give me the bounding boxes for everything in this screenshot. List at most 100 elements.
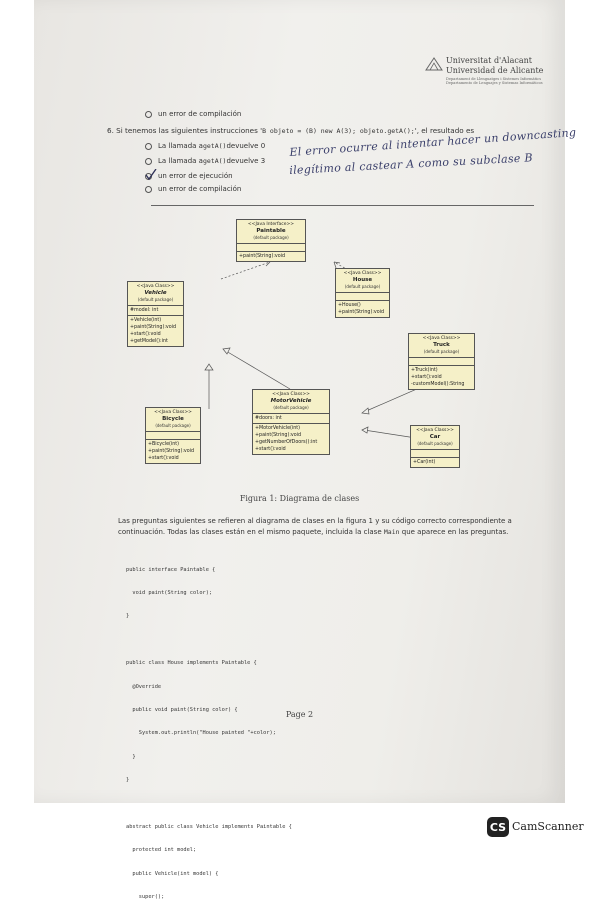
q6-option-2[interactable]: La llamada a getA() devuelve 3: [145, 157, 265, 165]
department-line1: Departament de Llenguatges i Sistemes In…: [446, 77, 542, 81]
uml-class-bicycle[interactable]: <<Java Class>> Bicycle (default package)…: [145, 407, 201, 464]
question-text-after: ', el resultado es: [414, 126, 475, 135]
prev-question-option[interactable]: un error de compilación: [145, 110, 241, 118]
class-attributes: #doors: int: [253, 414, 329, 424]
code-line: protected int model;: [126, 847, 197, 854]
radio-button[interactable]: [145, 185, 152, 193]
class-package: (default package): [344, 284, 381, 289]
class-method: +Car(int): [413, 460, 436, 465]
class-attributes: [411, 450, 459, 458]
arrowhead-hollow-triangle: [361, 426, 369, 434]
code-line: ​: [126, 637, 292, 645]
class-method: +getModel():int: [130, 339, 168, 344]
class-attributes: #model: int: [128, 306, 183, 316]
code-line: }: [126, 613, 130, 620]
code-line: super();: [126, 894, 165, 901]
class-method: +start():void: [130, 332, 161, 337]
class-methods: +Bicycle(int) +paint(String):void +start…: [146, 440, 200, 463]
class-method: +Vehicle(int): [130, 318, 162, 323]
uml-class-motorvehicle[interactable]: <<Java Class>> MotorVehicle (default pac…: [252, 389, 330, 455]
class-method: +getNumberOfDoors():int: [255, 440, 318, 445]
code-line: public void paint(String color) {: [126, 706, 238, 713]
code-line: abstract public class Vehicle implements…: [126, 823, 292, 830]
radio-button-checked[interactable]: [145, 168, 157, 180]
code-line: }: [126, 753, 136, 760]
question-text-before: Si tenemos las siguientes instrucciones …: [116, 126, 263, 135]
code-line: ​: [126, 801, 292, 809]
uml-class-paintable[interactable]: <<Java Interface>> Paintable (default pa…: [236, 219, 306, 262]
class-package: (default package): [273, 405, 309, 410]
class-methods: +Vehicle(int) +paint(String):void +start…: [128, 316, 183, 346]
department-name: Departament de Llenguatges i Sistemes In…: [446, 77, 556, 85]
option-post: devuelve 0: [226, 142, 266, 150]
arrowhead-open: [333, 261, 341, 269]
option-pre: La llamada a: [158, 157, 203, 165]
scanned-page: Universitat d'Alacant Universidad de Ali…: [34, 0, 577, 900]
intro-text-before: Las preguntas siguientes se refieren al …: [118, 517, 512, 536]
radio-button[interactable]: [145, 142, 152, 150]
radio-button[interactable]: [145, 157, 152, 165]
intro-text-after: que aparece en las preguntas.: [399, 528, 509, 536]
class-methods: +Car(int): [411, 458, 459, 467]
class-stereotype: <<Java Class>>: [416, 428, 454, 433]
option-code: getA(): [202, 142, 227, 150]
class-method: -customModel():String: [411, 382, 465, 387]
class-stereotype: <<Java Class>>: [154, 410, 192, 415]
class-method: +paint(String):void: [338, 310, 385, 315]
camscanner-brand: CamScanner: [512, 820, 584, 833]
class-package: (default package): [253, 235, 289, 240]
page-number: Page 2: [285, 710, 314, 719]
class-name: Paintable: [256, 228, 286, 234]
class-stereotype: <<Java Class>>: [343, 271, 382, 276]
code-line: System.out.println("House painted "+colo…: [126, 730, 276, 737]
class-attributes: [336, 293, 389, 301]
class-attribute: #model: int: [130, 308, 159, 313]
arrowhead-hollow-triangle: [222, 347, 231, 355]
class-methods: +Truck(int) +start():void -customModel()…: [409, 366, 474, 389]
class-method: +paint(String):void: [239, 254, 286, 259]
code-line: @Override: [126, 683, 162, 690]
class-stereotype: <<Java Class>>: [272, 392, 310, 397]
class-method: +Bicycle(int): [148, 442, 180, 447]
class-method: +Truck(int): [411, 368, 438, 373]
class-attributes: [409, 358, 474, 366]
class-stereotype: <<Java Class>>: [422, 336, 461, 341]
code-line: }: [126, 777, 130, 784]
department-line2: Departamento de Lenguajes y Sistemas Inf…: [446, 81, 543, 85]
university-logo-icon: [425, 57, 443, 71]
class-package: (default package): [137, 297, 174, 302]
uml-class-car[interactable]: <<Java Class>> Car (default package) +Ca…: [410, 425, 460, 468]
class-methods: +paint(String):void: [237, 252, 305, 261]
uml-class-house[interactable]: <<Java Class>> House (default package) +…: [335, 268, 390, 318]
class-stereotype: <<Java Interface>>: [247, 222, 295, 227]
class-stereotype: <<Java Class>>: [136, 284, 175, 289]
intro-code: Main: [383, 528, 400, 536]
realization-vehicle-paintable: [220, 261, 271, 280]
code-line: void paint(String color);: [126, 589, 213, 596]
q6-option-4[interactable]: un error de compilación: [145, 185, 241, 193]
university-name-valencian: Universitat d'Alacant: [446, 56, 532, 65]
class-name: Bicycle: [162, 416, 184, 422]
class-method: +paint(String):void: [148, 449, 195, 454]
option-pre: La llamada a: [158, 142, 203, 150]
class-name: House: [352, 277, 373, 283]
class-package: (default package): [417, 441, 453, 446]
question-6-text: 6. Si tenemos las siguientes instruccion…: [107, 126, 474, 135]
class-attributes: [146, 432, 200, 440]
class-name: Vehicle: [144, 290, 167, 296]
class-method: +start():void: [148, 456, 179, 461]
section-divider: [151, 205, 534, 206]
uml-class-truck[interactable]: <<Java Class>> Truck (default package) +…: [408, 333, 475, 390]
radio-button[interactable]: [145, 110, 152, 118]
uml-class-vehicle[interactable]: <<Java Class>> Vehicle (default package)…: [127, 281, 184, 347]
class-package: (default package): [155, 423, 191, 428]
code-line: public Vehicle(int model) {: [126, 870, 219, 877]
class-methods: +House() +paint(String):void: [336, 301, 389, 317]
q6-option-3[interactable]: un error de ejecución: [145, 168, 233, 180]
class-attributes: [237, 244, 305, 252]
class-method: +start():void: [255, 447, 286, 452]
q6-option-1[interactable]: La llamada a getA() devuelve 0: [145, 142, 265, 150]
option-code: getA(): [202, 157, 227, 165]
checkmark-icon: [145, 168, 157, 180]
class-method: +MotorVehicle(int): [255, 426, 301, 431]
